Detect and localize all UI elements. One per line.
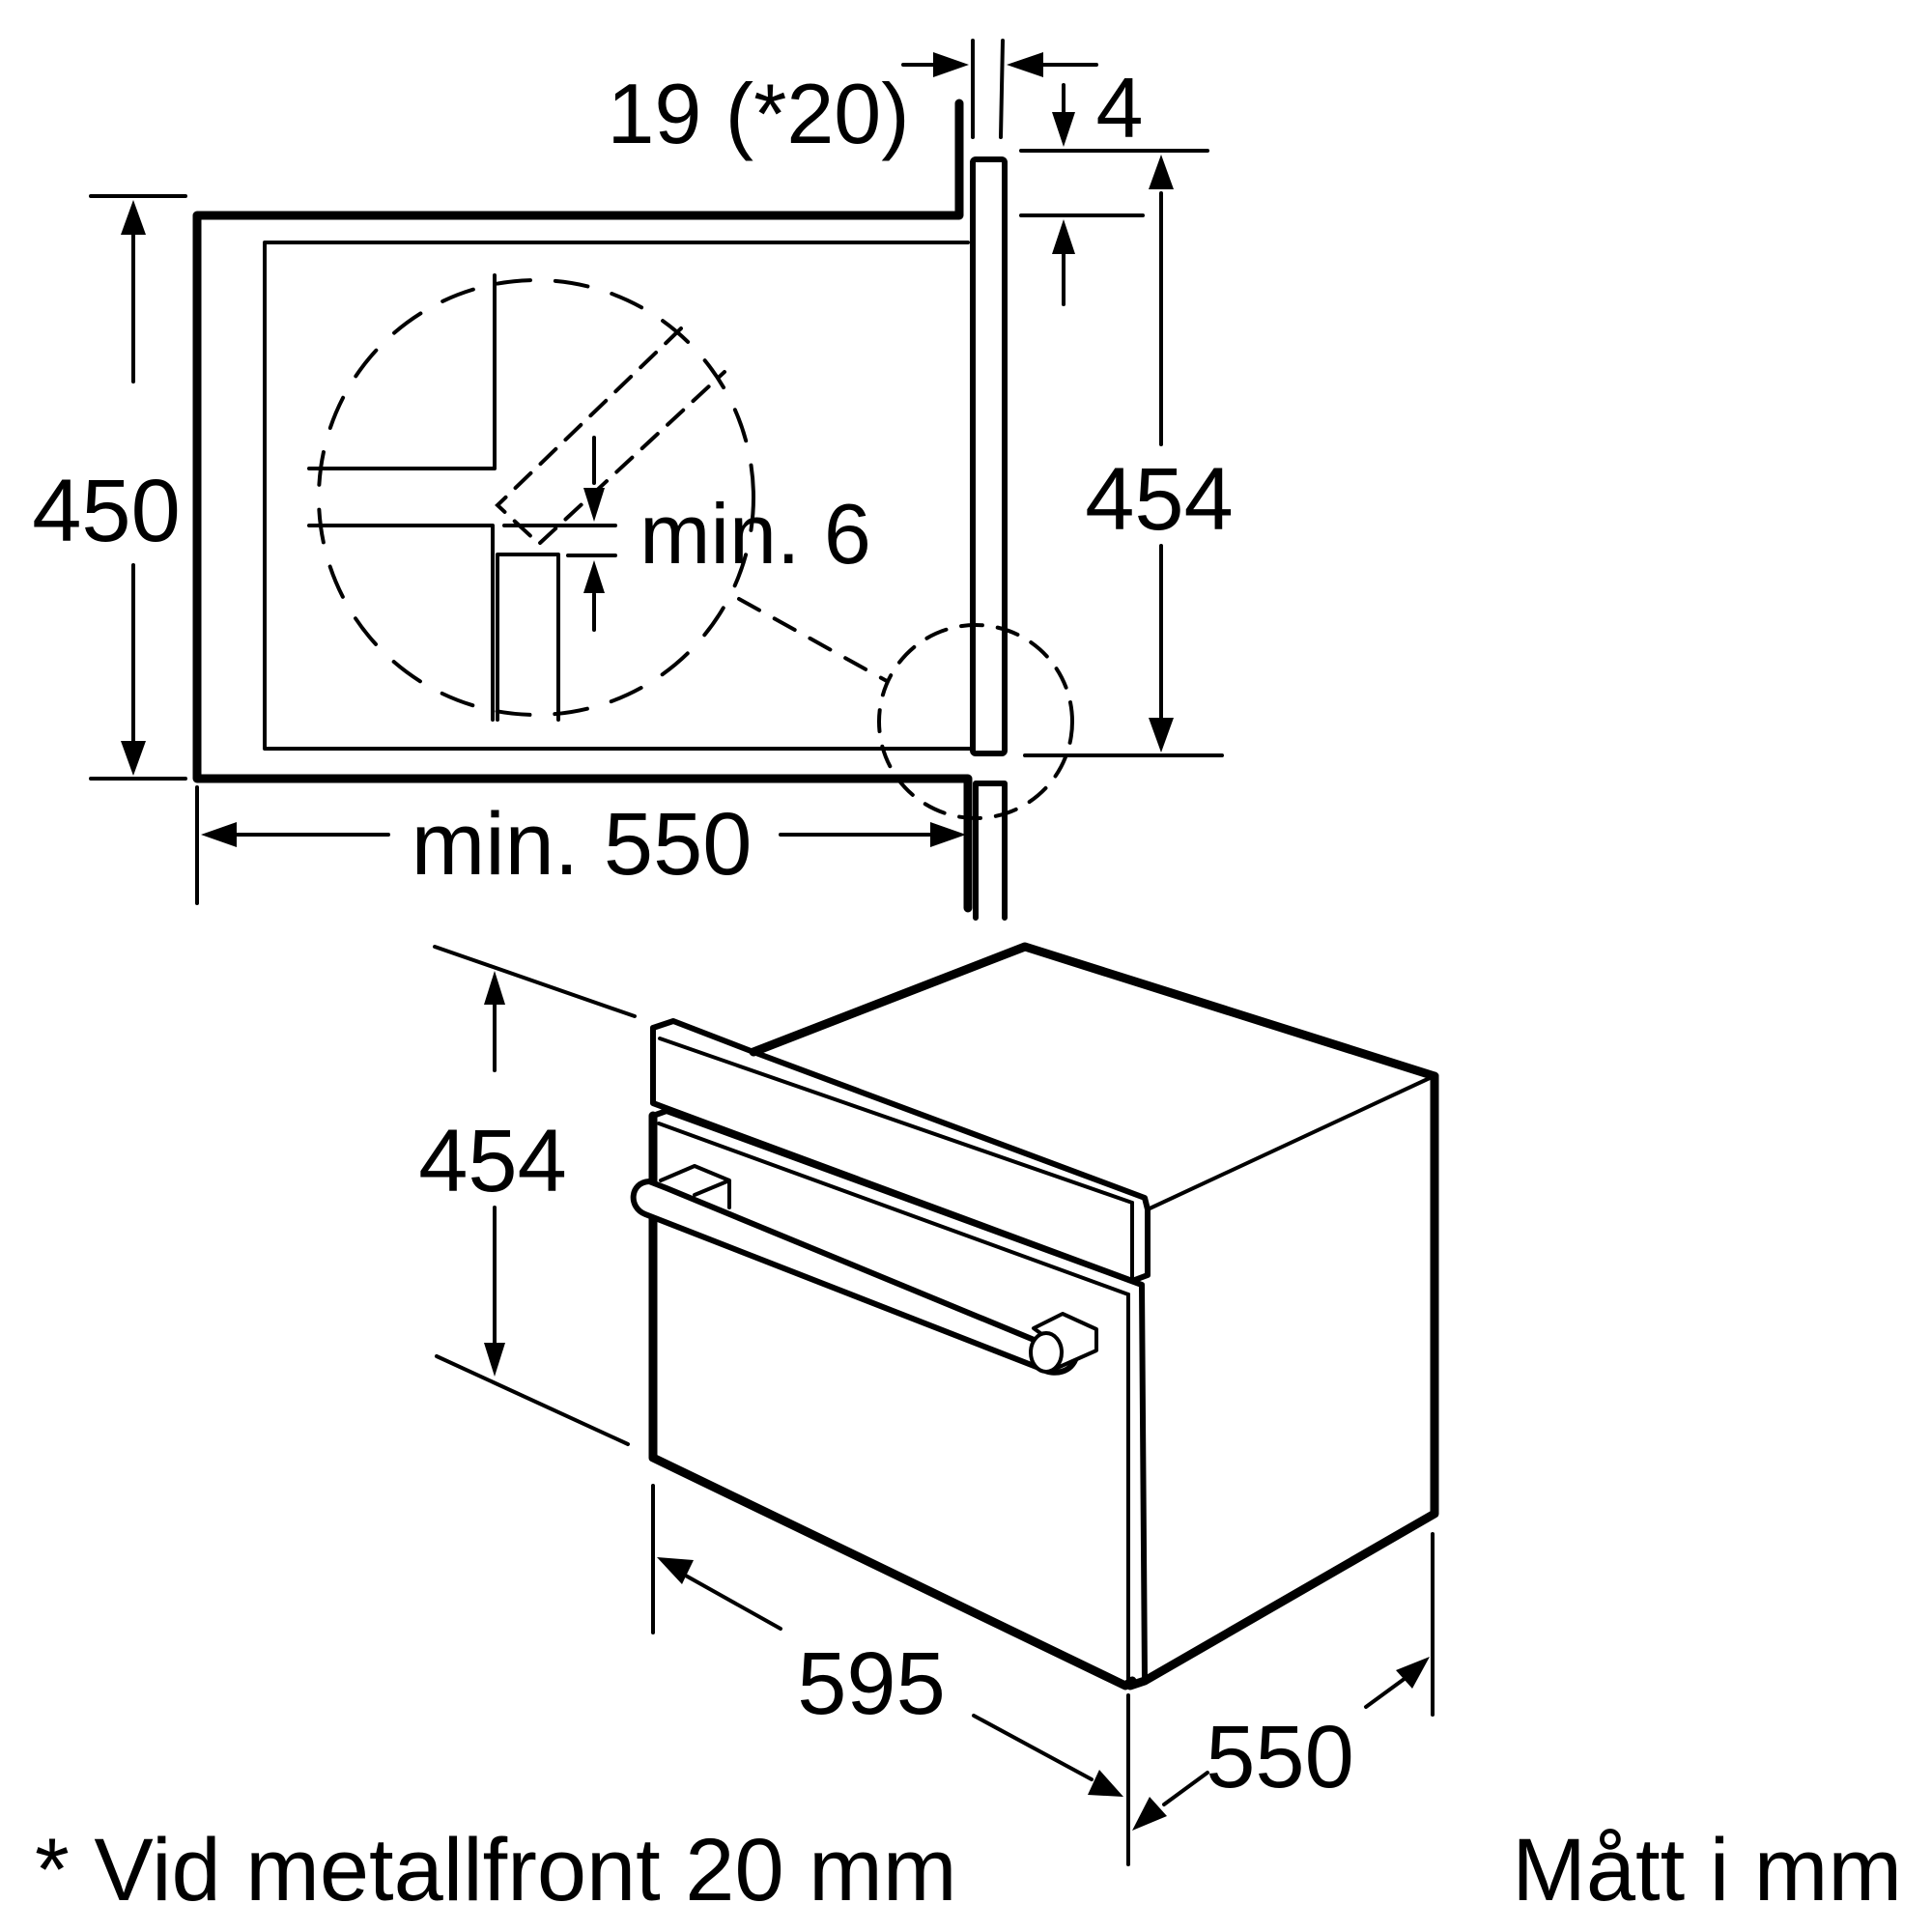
door-handle-end bbox=[1029, 1331, 1064, 1374]
arrow-down-icon bbox=[484, 1343, 505, 1377]
oven-door-top bbox=[650, 1108, 1148, 1684]
dim-cabinet-height-label: 450 bbox=[32, 462, 181, 560]
arrow-down-left-icon bbox=[1132, 1797, 1167, 1831]
arrow-up-icon bbox=[1149, 155, 1174, 189]
door-handle bbox=[630, 1179, 1079, 1376]
arrow-up-icon bbox=[1052, 219, 1075, 254]
arrow-up-icon bbox=[484, 971, 505, 1005]
arrow-down-right-icon bbox=[1088, 1770, 1123, 1797]
detail-upper-wall bbox=[307, 273, 497, 470]
units-note-text: Mått i mm bbox=[1512, 1821, 1902, 1919]
ext-line-oven-bottom bbox=[435, 1354, 630, 1446]
dim-oven-depth-label: 550 bbox=[1206, 1708, 1354, 1806]
oven-door-inner-top bbox=[657, 1122, 1130, 1296]
detail-panel bbox=[496, 553, 560, 722]
arrow-up-right-icon bbox=[1396, 1657, 1430, 1689]
dim-panel-thickness-label: 19 (*20) bbox=[607, 66, 909, 161]
arrow-right-icon bbox=[930, 822, 966, 847]
dim-line-width-right bbox=[972, 1714, 1094, 1781]
detail-circle-large bbox=[317, 278, 755, 717]
dim-line-width-left bbox=[682, 1573, 782, 1631]
dim-depth-label: min. 550 bbox=[412, 795, 753, 894]
dim-gap-label: min. 6 bbox=[639, 486, 871, 582]
dim-top-offset-label: 4 bbox=[1096, 60, 1144, 156]
arrow-right-icon bbox=[933, 52, 969, 77]
oven-top-inner-edge bbox=[1146, 1076, 1432, 1211]
arrow-up-icon bbox=[583, 560, 605, 593]
detail-lower-wall bbox=[307, 524, 495, 722]
dim-oven-height-label: 454 bbox=[418, 1112, 567, 1210]
oven-right-edge bbox=[1125, 1071, 1439, 1690]
appliance-view: 454 595 550 bbox=[418, 942, 1439, 1866]
arrow-left-icon bbox=[201, 822, 237, 847]
section-view: 19 (*20) 4 454 450 min. 550 bbox=[32, 39, 1234, 921]
detail-leader bbox=[737, 597, 889, 683]
arrow-up-left-icon bbox=[657, 1557, 694, 1584]
footnote-text: * Vid metallfront 20 mm bbox=[35, 1821, 956, 1919]
arrow-down-icon bbox=[1149, 718, 1174, 753]
oven-top-edge bbox=[749, 942, 1439, 1081]
control-panel-top-line bbox=[658, 1037, 1134, 1205]
dim-oven-width-label: 595 bbox=[797, 1634, 946, 1733]
oven-door bbox=[648, 1111, 1137, 1690]
arrow-down-icon bbox=[1052, 112, 1075, 147]
lower-panel bbox=[973, 781, 1008, 921]
ext-line-panel-right bbox=[999, 39, 1005, 139]
arrow-down-icon bbox=[121, 741, 146, 776]
arrow-up-icon bbox=[121, 200, 146, 235]
dim-niche-height-label: 454 bbox=[1085, 450, 1234, 549]
front-panel bbox=[970, 156, 1008, 756]
dim-line-oven-depth-left bbox=[1162, 1771, 1209, 1806]
arrow-left-icon bbox=[1007, 52, 1043, 77]
cabinet-inner-line bbox=[263, 241, 973, 751]
detail-circle-small bbox=[877, 623, 1074, 820]
dim-line-oven-depth-right bbox=[1364, 1676, 1407, 1709]
door-handle-bracket-left bbox=[659, 1164, 731, 1209]
ext-line-oven-top bbox=[433, 945, 637, 1018]
cabinet-outer-wall bbox=[192, 99, 973, 913]
arrow-down-icon bbox=[583, 488, 605, 522]
